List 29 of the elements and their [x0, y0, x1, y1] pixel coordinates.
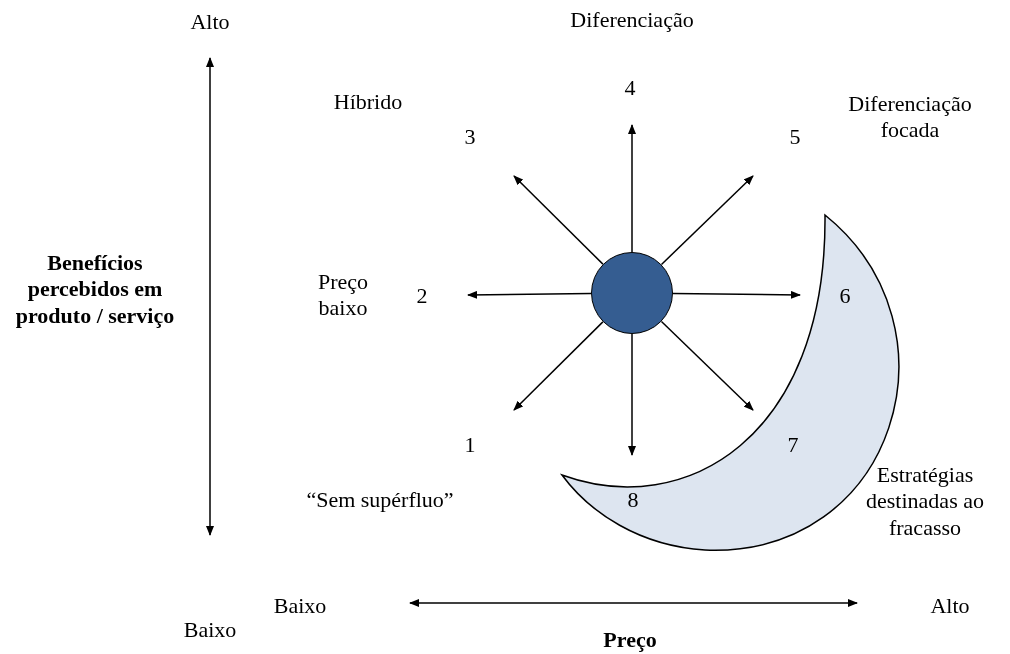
- arrow: [628, 124, 636, 253]
- axis-title: Benefícios percebidos em produto / serviço: [14, 250, 176, 330]
- axis-label: Baixo: [272, 592, 328, 620]
- strategy-label: Diferenciação: [569, 6, 695, 34]
- arrow: [513, 321, 604, 411]
- arrow: [467, 290, 592, 299]
- strategy-number: 5: [789, 123, 801, 151]
- axis-label: Alto: [189, 8, 231, 36]
- axis-title: Preço: [602, 626, 658, 654]
- strategy-number: 4: [624, 74, 636, 102]
- strategy-number: 8: [627, 486, 639, 514]
- strategy-label: Diferenciação focada: [847, 90, 973, 144]
- strategy-label: Híbrido: [332, 88, 404, 116]
- arrow: [660, 175, 754, 266]
- arrow: [672, 290, 801, 299]
- center-circle: [591, 252, 673, 334]
- strategy-number: 3: [464, 123, 476, 151]
- arrow: [513, 175, 604, 265]
- strategy-number: 7: [787, 431, 799, 459]
- strategy-number: 2: [416, 282, 428, 310]
- axis-label: Alto: [929, 592, 971, 620]
- strategy-label: “Sem supérfluo”: [305, 486, 455, 514]
- group-label: Estratégias destinadas ao fracasso: [865, 462, 985, 542]
- arrow: [628, 333, 636, 456]
- strategy-label: Preço baixo: [316, 268, 370, 322]
- strategy-number: 1: [464, 431, 476, 459]
- axis-label: Baixo: [182, 616, 238, 644]
- arrow: [660, 320, 754, 411]
- strategy-number: 6: [839, 282, 851, 310]
